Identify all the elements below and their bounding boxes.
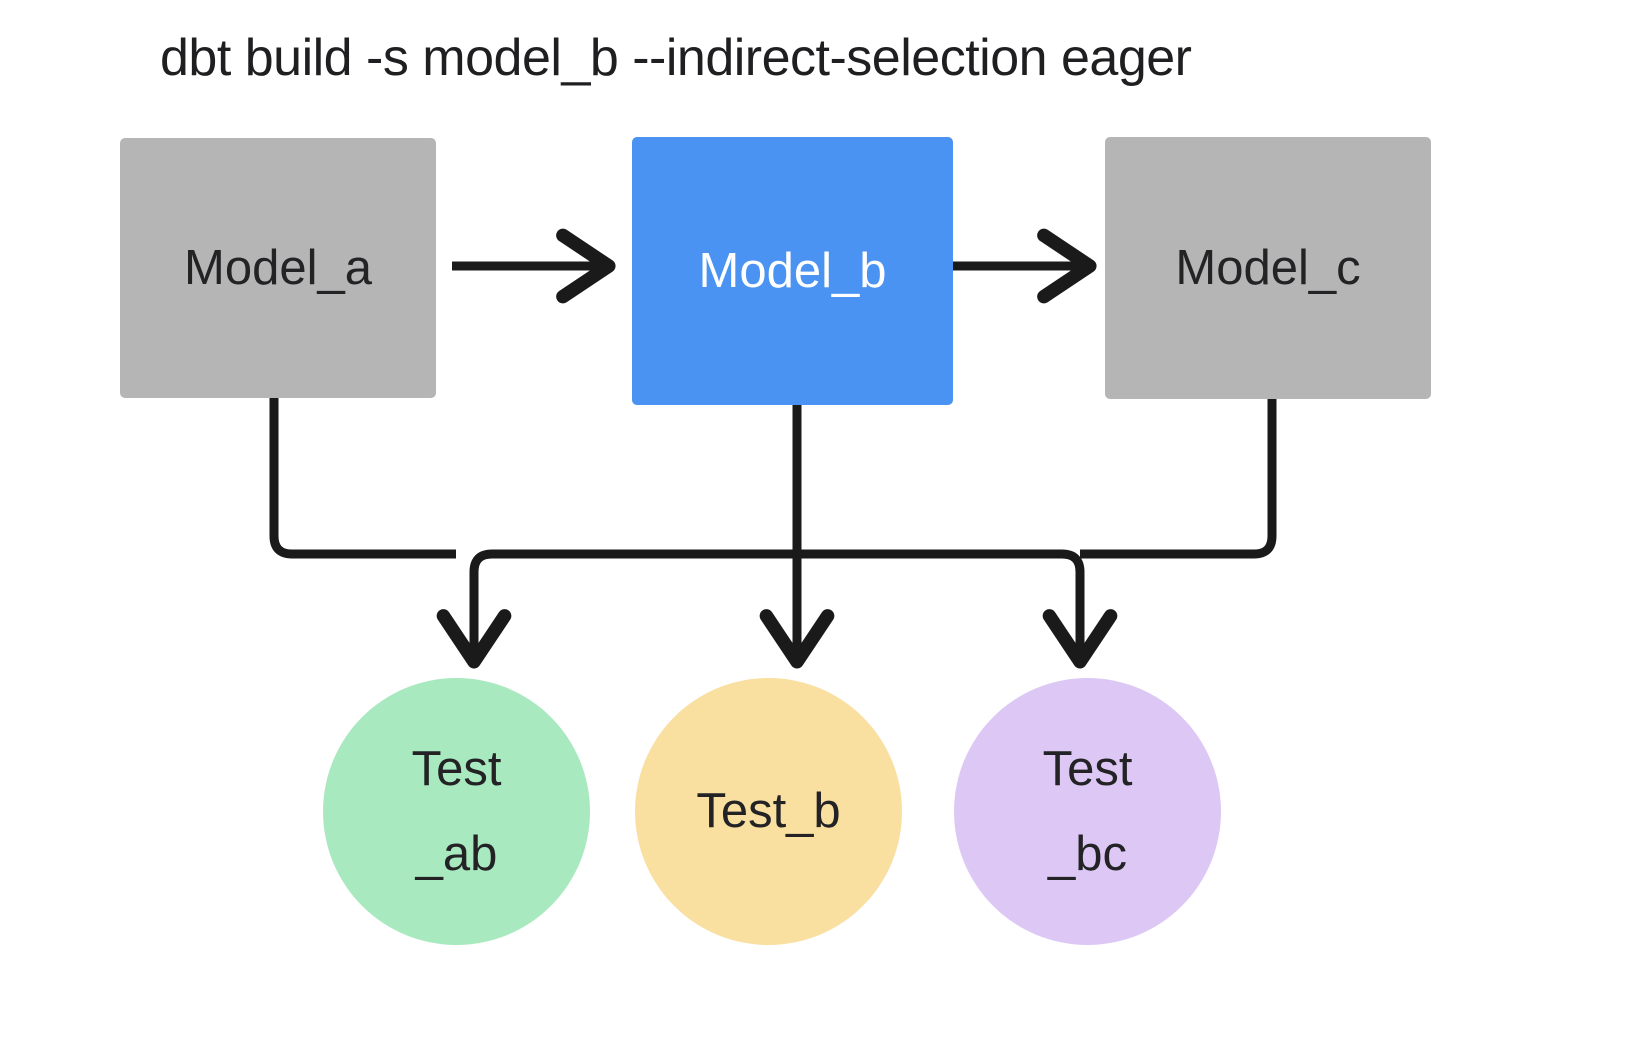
node-model-c-label: Model_c	[1175, 241, 1361, 295]
node-test-b-label-line1: Test_b	[696, 784, 841, 839]
node-test-bc[interactable]: Test _bc	[954, 678, 1221, 945]
node-model-b[interactable]: Model_b	[632, 137, 953, 405]
node-test-bc-label-line1: Test	[1042, 742, 1133, 797]
node-model-a[interactable]: Model_a	[120, 138, 436, 398]
edge-model-c-to-test-bc	[1080, 399, 1277, 559]
node-test-ab-label-line2: _ab	[415, 826, 498, 881]
edge-model-b-to-test-bc	[797, 549, 1118, 669]
node-model-b-label: Model_b	[698, 244, 887, 298]
node-test-bc-label-line2: _bc	[1047, 826, 1127, 881]
node-test-b[interactable]: Test_b	[635, 678, 902, 945]
node-model-a-label: Model_a	[184, 241, 372, 295]
edge-model-b-to-test-ab	[436, 549, 797, 669]
diagram-title: dbt build -s model_b --indirect-selectio…	[160, 29, 1192, 87]
node-test-ab[interactable]: Test _ab	[323, 678, 590, 945]
node-test-ab-label-line1: Test	[411, 742, 502, 797]
node-model-c[interactable]: Model_c	[1105, 137, 1431, 399]
edge-model-a-to-test-ab	[269, 398, 456, 559]
